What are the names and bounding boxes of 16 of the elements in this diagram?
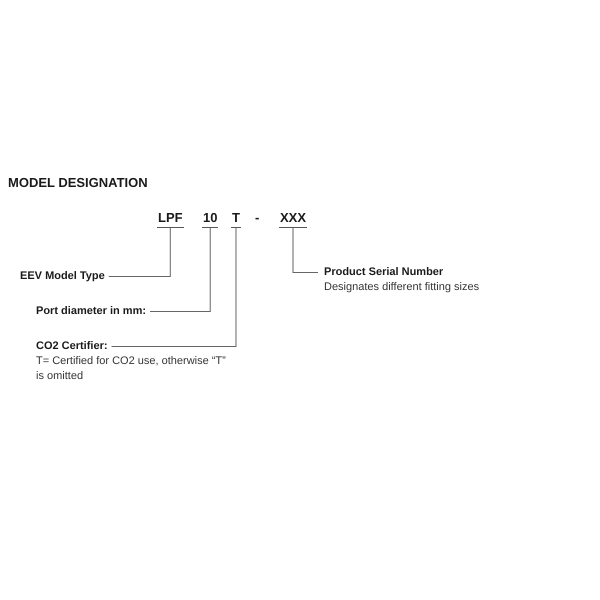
field-name: CO2 Certifier: [36,339,109,354]
field-name: EEV Model Type [20,269,105,284]
field-name: Product Serial Number [324,265,444,280]
code-segment: LPF [157,210,184,228]
leader-line [111,228,236,347]
separator-dash: - [255,210,260,226]
heading: MODEL DESIGNATION [8,175,148,190]
leader-line [108,228,171,277]
code-segment: T [231,210,241,228]
field-name: Port diameter in mm: [36,304,146,319]
field-description: Designates different fitting sizes [324,280,480,295]
code-segment: XXX [279,210,308,228]
leader-line [150,228,211,312]
code-segment: 10 [202,210,218,228]
leader-line [292,228,318,273]
field-description: T= Certified for CO2 use, otherwise “T” is omitted [36,354,226,384]
